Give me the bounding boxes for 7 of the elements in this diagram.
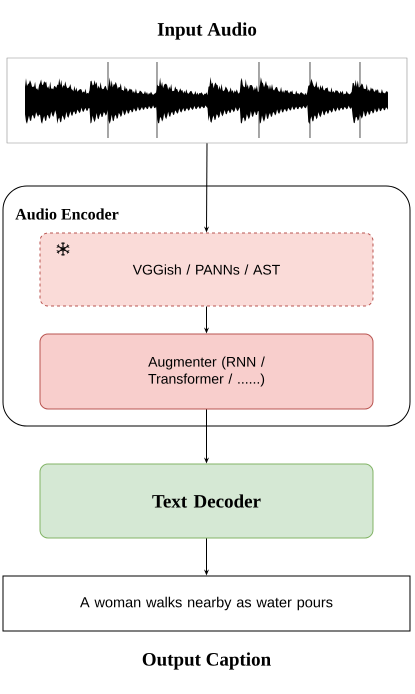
decoder-box: Text Decoder (40, 464, 374, 538)
section-heading: Output Caption (142, 652, 271, 670)
model-box: VGGish / PANNs / AST (40, 232, 374, 306)
section-heading: Input Audio (158, 22, 256, 40)
caption-box: A woman walks nearby as water pours (2, 576, 410, 632)
model-box: Augmenter (RNN / Transformer / ......) (40, 334, 374, 410)
panel-title: Audio Encoder (15, 208, 118, 220)
